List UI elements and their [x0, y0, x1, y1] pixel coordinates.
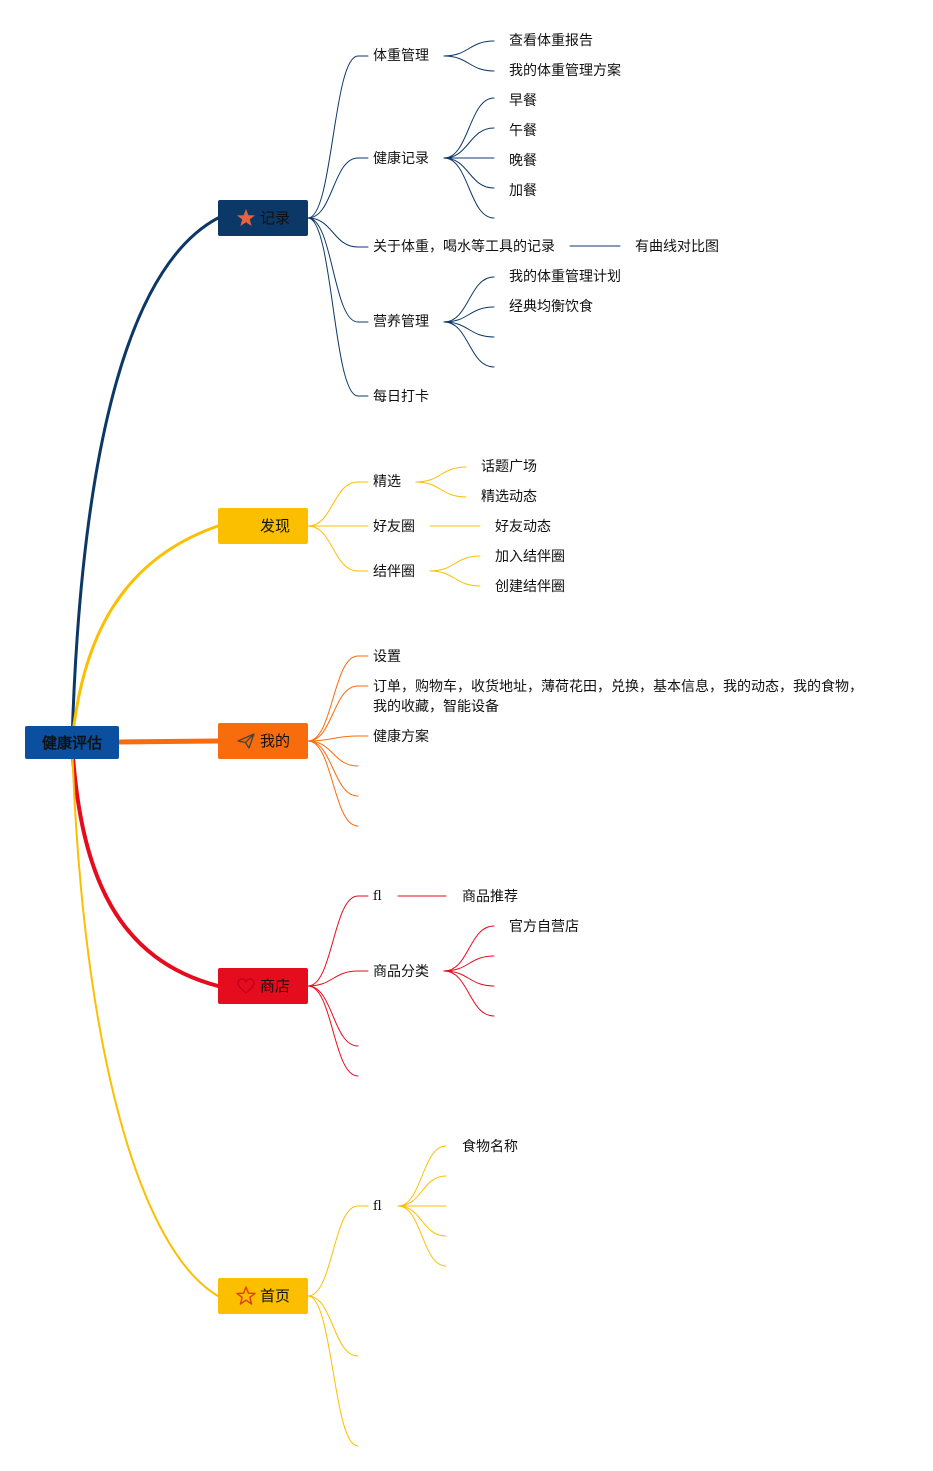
connector-mine-1 — [307, 685, 369, 742]
paper-plane-icon — [237, 733, 255, 749]
branch-discover-label: 发现 — [259, 517, 290, 535]
topic-daily-checkin[interactable]: 每日打卡 — [373, 389, 429, 405]
connector-nutrition-1 — [443, 306, 495, 323]
connector-mine-5 — [307, 740, 359, 827]
branch-discover[interactable]: 发现 — [218, 508, 308, 544]
subtopic-join-partners[interactable]: 加入结伴圈 — [495, 549, 565, 565]
connector-shop-0 — [307, 895, 369, 987]
connector-root-discover — [70, 524, 220, 744]
subtopic-lunch[interactable]: 午餐 — [509, 123, 537, 139]
connector-discover-2 — [307, 525, 369, 572]
subtopic-weight-report[interactable]: 查看体重报告 — [509, 33, 593, 49]
subtopic-food-name[interactable]: 食物名称 — [462, 1139, 518, 1155]
subtopic-featured-posts[interactable]: 精选动态 — [481, 489, 537, 505]
connector-record-1 — [307, 157, 369, 219]
subtopic-snack[interactable]: 加餐 — [509, 183, 537, 199]
connector-category-0 — [443, 925, 495, 972]
connector-weight-0 — [443, 40, 495, 57]
connector-root-mine — [116, 738, 221, 745]
connector-healthrec-1 — [443, 127, 495, 159]
connector-weight-1 — [443, 55, 495, 72]
topic-nutrition[interactable]: 营养管理 — [373, 314, 429, 330]
star-outline-icon — [236, 1286, 256, 1305]
subtopic-breakfast[interactable]: 早餐 — [509, 93, 537, 109]
topic-home-fl[interactable]: fl — [373, 1199, 382, 1214]
connector-record-0 — [307, 55, 369, 219]
topic-featured[interactable]: 精选 — [373, 474, 401, 490]
connector-root-shop — [70, 740, 220, 988]
subtopic-product-recommend[interactable]: 商品推荐 — [462, 889, 518, 905]
topic-tools-record[interactable]: 关于体重，喝水等工具的记录 — [373, 239, 555, 255]
branch-shop-label: 商店 — [259, 977, 290, 995]
branch-home-label: 首页 — [259, 1287, 290, 1305]
branch-mine[interactable]: 我的 — [218, 723, 308, 759]
branch-record-label: 记录 — [259, 209, 290, 227]
connector-discover-0 — [307, 481, 369, 527]
connector-nutrition-3 — [443, 321, 495, 368]
star-icon — [236, 209, 255, 226]
connector-shop-1 — [307, 970, 369, 987]
connector-nutrition-0 — [443, 276, 495, 323]
topic-health-record[interactable]: 健康记录 — [373, 151, 429, 167]
connector-healthrec-3 — [443, 157, 495, 189]
connector-category-2 — [443, 970, 495, 987]
subtopic-weight-plan[interactable]: 我的体重管理方案 — [509, 63, 621, 79]
connector-healthrec-0 — [443, 97, 495, 159]
topic-friends[interactable]: 好友圈 — [373, 519, 415, 535]
branch-shop[interactable]: 商店 — [218, 968, 308, 1004]
connector-category-1 — [443, 955, 495, 972]
connector-root-home — [71, 741, 219, 1297]
connector-nutrition-2 — [443, 321, 495, 338]
branch-home[interactable]: 首页 — [218, 1278, 308, 1314]
heart-icon — [237, 978, 255, 994]
topic-account-items[interactable]: 订单，购物车，收货地址，薄荷花田，兑换，基本信息，我的动态，我的食物，我的收藏，… — [373, 679, 863, 715]
subtopic-create-partners[interactable]: 创建结伴圈 — [495, 579, 565, 595]
topic-product-category[interactable]: 商品分类 — [373, 964, 429, 980]
connector-home-0 — [307, 1205, 369, 1297]
connector-root-record — [70, 216, 220, 744]
branch-record[interactable]: 记录 — [218, 200, 308, 236]
subtopic-balanced-diet[interactable]: 经典均衡饮食 — [509, 299, 593, 315]
subtopic-my-weight-plan[interactable]: 我的体重管理计划 — [509, 269, 621, 285]
connector-shop-3 — [307, 985, 359, 1077]
connector-record-4 — [307, 217, 369, 397]
connector-partners-1 — [429, 570, 481, 587]
connector-partners-0 — [429, 555, 481, 572]
topic-partners[interactable]: 结伴圈 — [373, 564, 415, 580]
connector-mine-3 — [307, 740, 359, 767]
connector-home-1 — [307, 1295, 359, 1357]
connector-mine-4 — [307, 740, 359, 797]
connector-healthrec-4 — [443, 157, 495, 219]
topic-weight-management[interactable]: 体重管理 — [373, 48, 429, 64]
subtopic-dinner[interactable]: 晚餐 — [509, 153, 537, 169]
connector-home-fl-0 — [397, 1145, 447, 1207]
topic-health-plan[interactable]: 健康方案 — [373, 729, 429, 745]
root-label: 健康评估 — [41, 733, 102, 752]
connector-featured-0 — [415, 466, 467, 483]
connector-mine-0 — [307, 655, 369, 742]
connector-home-fl-1 — [397, 1175, 447, 1207]
subtopic-official-store[interactable]: 官方自营店 — [509, 919, 579, 935]
topic-shop-fl[interactable]: fl — [373, 889, 382, 904]
connector-shop-2 — [307, 985, 359, 1047]
subtopic-topic-square[interactable]: 话题广场 — [481, 459, 537, 475]
connector-home-2 — [307, 1295, 359, 1447]
subtopic-curve-compare[interactable]: 有曲线对比图 — [635, 239, 719, 255]
connector-category-3 — [443, 970, 495, 1017]
subtopic-friend-posts[interactable]: 好友动态 — [495, 519, 551, 535]
connector-record-2 — [307, 217, 369, 248]
root-node[interactable]: 健康评估 — [25, 726, 119, 759]
branch-mine-label: 我的 — [259, 732, 290, 750]
connector-record-3 — [307, 217, 369, 323]
topic-settings[interactable]: 设置 — [373, 649, 401, 665]
connector-home-fl-3 — [397, 1205, 447, 1237]
connector-mine-2 — [307, 735, 369, 742]
connector-featured-1 — [415, 481, 467, 498]
connector-home-fl-4 — [397, 1205, 447, 1267]
